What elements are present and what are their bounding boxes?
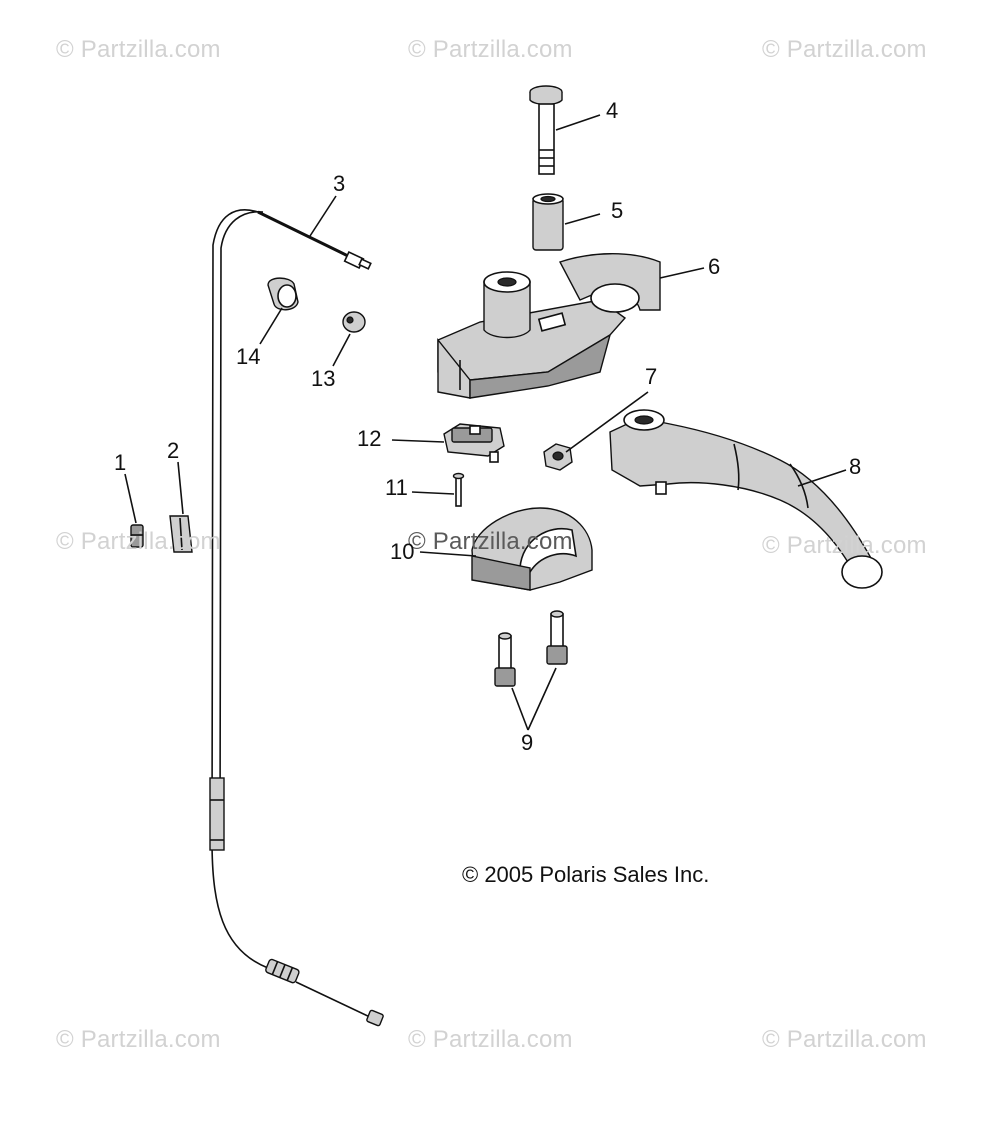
callout-10: 10 bbox=[390, 539, 415, 564]
leader-lines bbox=[124, 114, 847, 731]
callout-1: 1 bbox=[114, 450, 127, 475]
part-5-bushing bbox=[532, 193, 564, 251]
watermark-bottom-center: © Partzilla.com bbox=[408, 1026, 573, 1053]
part-1-ferrule bbox=[130, 524, 144, 548]
watermark-top-right: © Partzilla.com bbox=[762, 36, 927, 63]
watermark-middle-right: © Partzilla.com bbox=[762, 532, 927, 559]
part-13-barrel bbox=[342, 311, 366, 333]
callout-6: 6 bbox=[708, 254, 721, 279]
part-12-switch bbox=[443, 423, 505, 463]
callout-11: 11 bbox=[385, 475, 408, 500]
part-6-housing bbox=[437, 253, 661, 399]
callout-8: 8 bbox=[849, 454, 862, 479]
callout-4: 4 bbox=[606, 98, 619, 123]
callout-2: 2 bbox=[167, 438, 180, 463]
part-10-clamp bbox=[471, 507, 593, 591]
callout-3: 3 bbox=[333, 171, 346, 196]
callout-7: 7 bbox=[645, 364, 658, 389]
callout-9: 9 bbox=[521, 730, 534, 755]
watermark-middle-center: © Partzilla.com bbox=[408, 528, 573, 555]
watermark-top-center: © Partzilla.com bbox=[408, 36, 573, 63]
part-3-cable bbox=[209, 209, 384, 1027]
callout-5: 5 bbox=[611, 198, 624, 223]
callout-13: 13 bbox=[311, 366, 336, 391]
copyright-notice: © 2005 Polaris Sales Inc. bbox=[462, 862, 710, 887]
callout-12: 12 bbox=[357, 426, 382, 451]
watermark-top-left: © Partzilla.com bbox=[56, 36, 221, 63]
part-14-sleeve bbox=[267, 277, 299, 311]
callout-14: 14 bbox=[236, 344, 261, 369]
watermark-bottom-left: © Partzilla.com bbox=[56, 1026, 221, 1053]
part-8-lever bbox=[609, 409, 883, 589]
part-11-screw bbox=[452, 472, 465, 507]
watermark-bottom-right: © Partzilla.com bbox=[762, 1026, 927, 1053]
part-7-nut bbox=[543, 443, 573, 471]
part-2-boot bbox=[169, 515, 193, 553]
part-4-bolt bbox=[529, 85, 563, 175]
watermark-middle-left: © Partzilla.com bbox=[56, 528, 221, 555]
part-9-bolts bbox=[494, 610, 568, 687]
